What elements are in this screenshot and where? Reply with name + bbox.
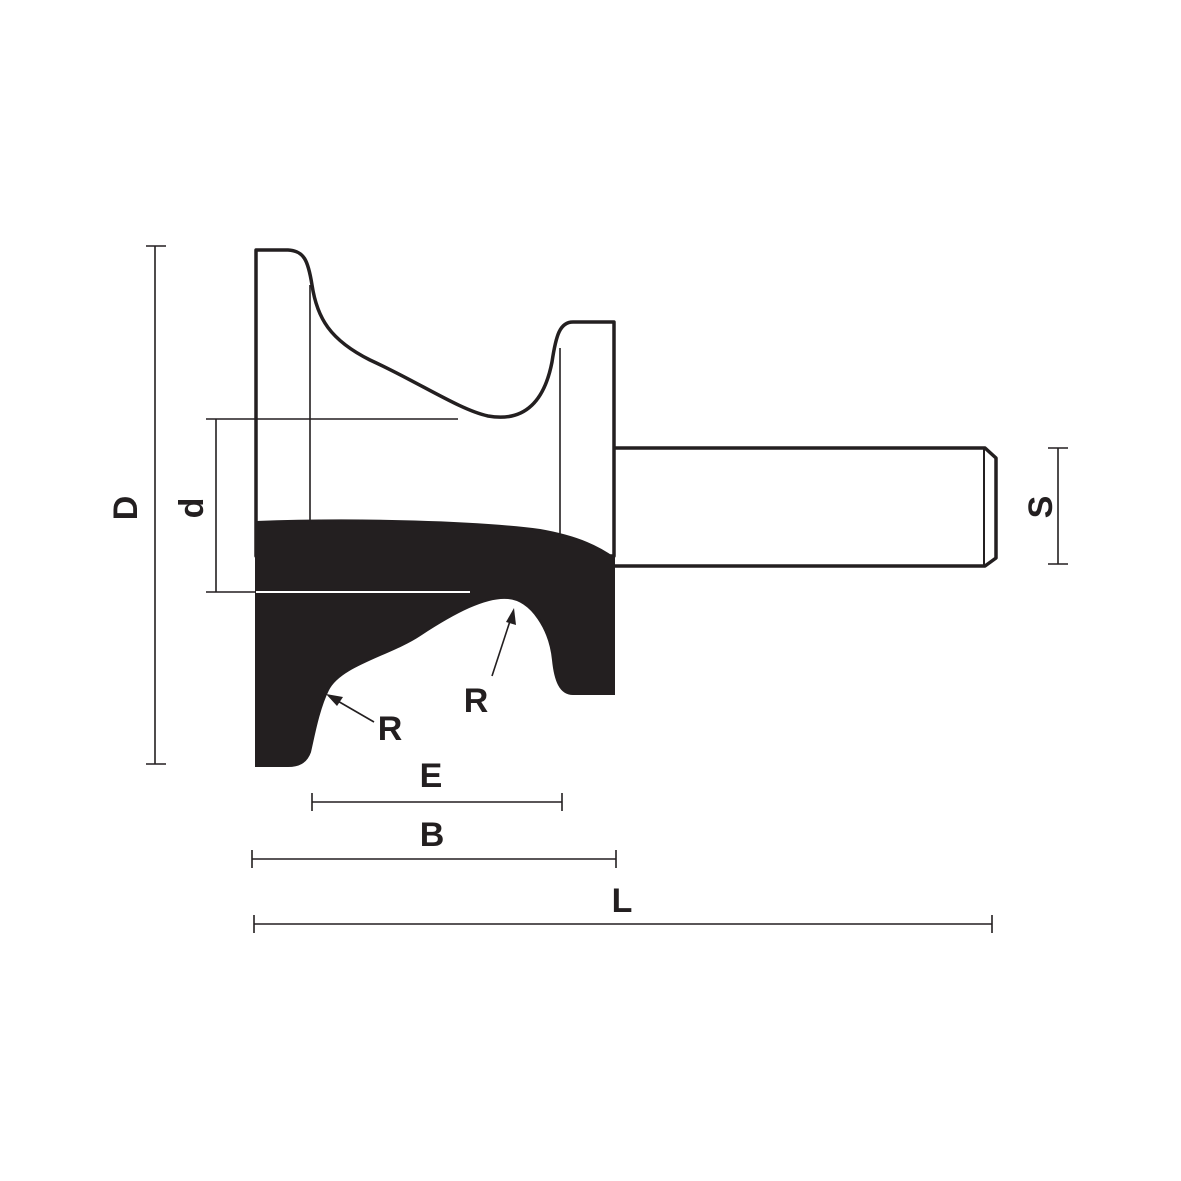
label-L: L — [612, 882, 633, 920]
dimension-S — [1048, 447, 1068, 565]
label-E: E — [420, 757, 443, 795]
label-D: D — [107, 496, 145, 521]
label-R-right: R — [464, 682, 489, 720]
cutter-body-outline — [254, 248, 616, 558]
label-S: S — [1022, 496, 1060, 519]
dimension-B — [251, 850, 617, 868]
shank — [610, 446, 998, 568]
label-B: B — [420, 816, 445, 854]
inner-diameter-reference-lines — [206, 418, 470, 593]
radius-arrow-right — [491, 608, 516, 677]
dimension-D — [146, 245, 166, 765]
cutter-profile-solid — [255, 519, 615, 767]
dimension-E — [311, 793, 563, 811]
radius-arrow-left — [326, 694, 375, 723]
dimension-L — [253, 915, 993, 933]
label-d: d — [173, 498, 211, 519]
label-R-left: R — [378, 710, 403, 748]
